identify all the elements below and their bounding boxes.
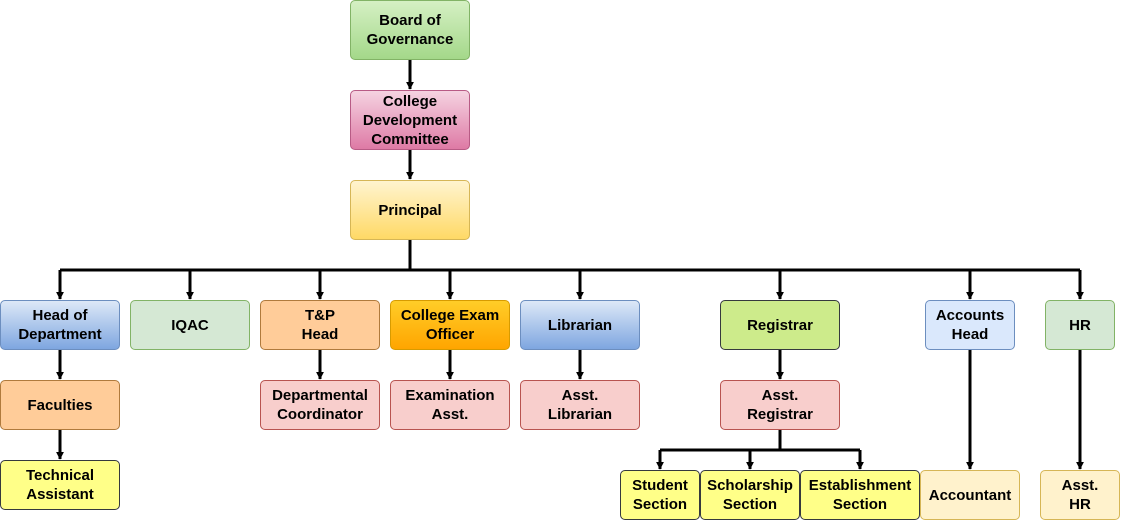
node-principal[interactable]: Principal: [350, 180, 470, 240]
node-board-of-governance[interactable]: Board of Governance: [350, 0, 470, 60]
node-asst-librarian[interactable]: Asst. Librarian: [520, 380, 640, 430]
node-college-exam-officer[interactable]: College Exam Officer: [390, 300, 510, 350]
node-accountant[interactable]: Accountant: [920, 470, 1020, 520]
node-accounts-head[interactable]: Accounts Head: [925, 300, 1015, 350]
node-hr[interactable]: HR: [1045, 300, 1115, 350]
node-head-of-department[interactable]: Head of Department: [0, 300, 120, 350]
node-scholarship-section[interactable]: Scholarship Section: [700, 470, 800, 520]
node-asst-hr[interactable]: Asst. HR: [1040, 470, 1120, 520]
node-asst-registrar[interactable]: Asst. Registrar: [720, 380, 840, 430]
node-student-section[interactable]: Student Section: [620, 470, 700, 520]
node-iqac[interactable]: IQAC: [130, 300, 250, 350]
node-departmental-coordinator[interactable]: Departmental Coordinator: [260, 380, 380, 430]
node-examination-asst[interactable]: Examination Asst.: [390, 380, 510, 430]
node-librarian[interactable]: Librarian: [520, 300, 640, 350]
node-faculties[interactable]: Faculties: [0, 380, 120, 430]
node-college-development-committee[interactable]: College Development Committee: [350, 90, 470, 150]
node-technical-assistant[interactable]: Technical Assistant: [0, 460, 120, 510]
node-establishment-section[interactable]: Establishment Section: [800, 470, 920, 520]
node-tp-head[interactable]: T&P Head: [260, 300, 380, 350]
node-registrar[interactable]: Registrar: [720, 300, 840, 350]
